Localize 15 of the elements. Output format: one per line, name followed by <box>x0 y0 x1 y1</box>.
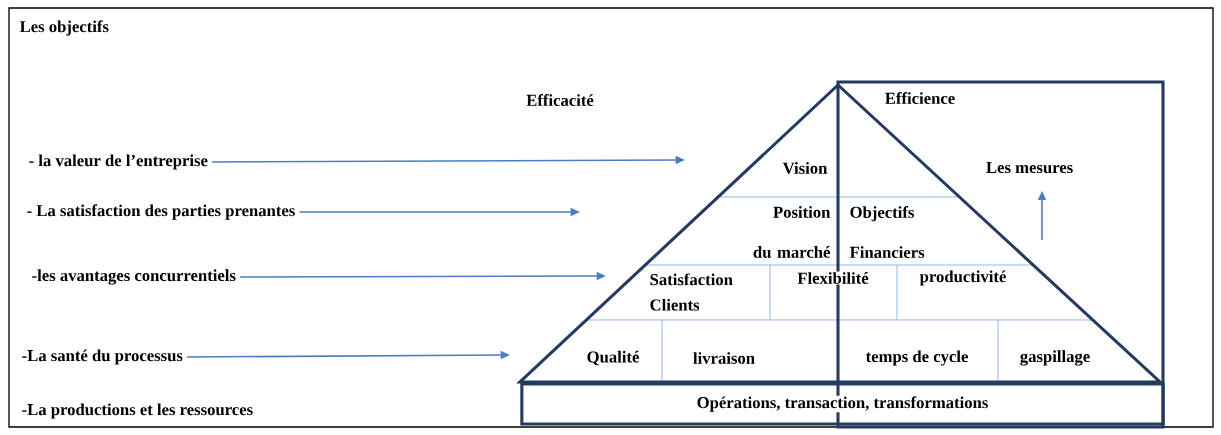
list-item: - La satisfaction des parties prenantes <box>27 204 295 220</box>
axis-heading: Efficacité <box>526 94 594 106</box>
cell-text: Vision <box>782 162 828 174</box>
cell-text: Satisfaction Clients <box>650 273 733 311</box>
list-item: - la valeur de l’entreprise <box>29 154 208 170</box>
cell-text: Qualité <box>587 350 639 366</box>
cell-text: Position du marché <box>753 206 831 258</box>
list-item: -La santé du processus <box>22 349 183 365</box>
cell-text: livraison <box>693 352 755 364</box>
list-item: -les avantages concurrentiels <box>32 269 236 285</box>
cell-text: Flexibilité <box>796 271 870 285</box>
cell-text: Les mesures <box>986 162 1073 174</box>
title: Les objectifs <box>19 20 109 36</box>
list-item: -La productions et les ressources <box>22 403 253 419</box>
base-bar: Opérations, transaction, transformations <box>520 382 1165 426</box>
